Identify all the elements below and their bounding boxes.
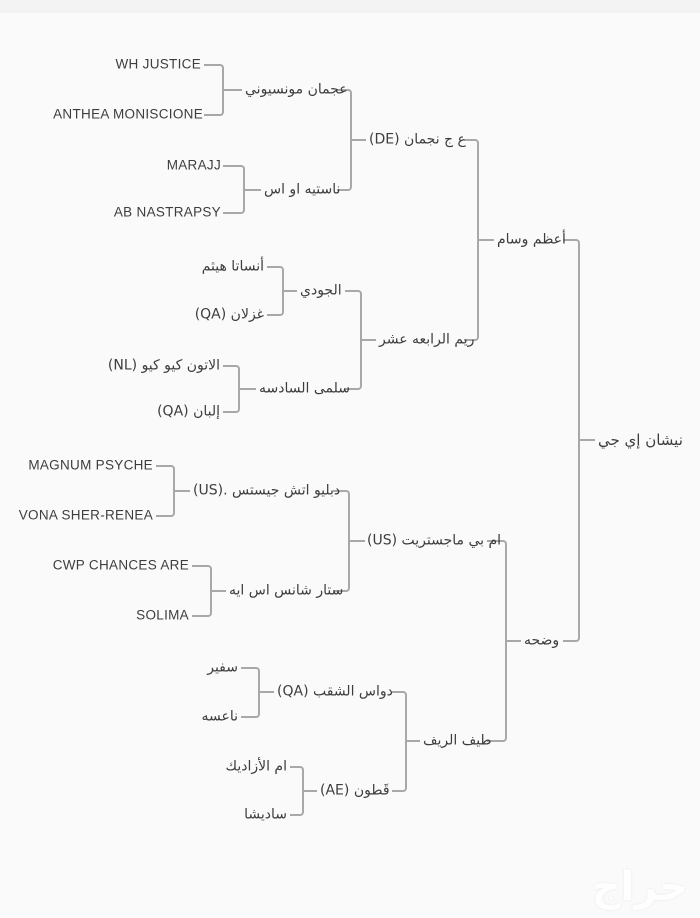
node-ddd: قَطون (AE) [320,782,390,799]
node-sds: الجودي [300,282,342,299]
node-dds: دواس الشقب (QA) [277,683,393,700]
node-sss: عجمان مونسيوني [245,81,348,98]
node-dsdd: SOLIMA [136,607,189,623]
connector-stub [360,339,376,341]
connector-stub [348,540,365,542]
node-ddsd: ناعسه [201,708,238,725]
top-band [0,0,700,13]
node-ddds: ام الأزاديك [225,758,287,775]
node-sdds: الاتون كيو كيو (NL) [107,357,220,374]
node-ssss: WH JUSTICE [115,56,201,72]
node-sire: أعظم وسام [497,231,566,248]
node-dsss: MAGNUM PSYCHE [28,457,153,473]
connector-stub [302,790,317,792]
connector-stub [578,439,595,441]
node-dddd: ساديشا [244,806,287,823]
connector-stub [173,490,190,492]
node-ssds: MARAJJ [166,157,221,173]
connector-bracket [487,540,507,742]
connector-bracket [223,165,245,214]
connector-stub [258,691,274,693]
connector-stub [222,89,242,91]
node-ss: ع ج نجمان (DE) [369,131,466,148]
connector-stub [282,290,297,292]
node-dsd: ستار شانس اس ايه [229,582,344,599]
connector-stub [477,239,494,241]
node-dss: دبليو اتش جيستس .(US) [193,482,341,499]
connector-stub [238,388,256,390]
connector-stub [405,740,420,742]
node-dsds: CWP CHANCES ARE [52,557,189,573]
node-root: نيشان إي جي [598,430,683,449]
connector-stub [243,189,261,191]
node-ddss: سفير [207,659,238,676]
connector-bracket [204,64,224,116]
node-sdd: سلمى السادسه [259,380,350,397]
connector-stub [210,590,226,592]
node-sdsd: غزلان (QA) [194,306,264,323]
node-sd: ريم الرابعه عشر [379,331,475,348]
node-dssd: VONA SHER-RENEA [18,507,153,523]
node-ssd: ناستيه او اس [264,181,341,198]
node-ds: ام بي ماجستريت (US) [367,532,502,549]
connector-stub [505,640,521,642]
node-dam: وضحه [524,632,560,649]
node-sssd: ANTHEA MONISCIONE [53,106,203,122]
connector-bracket [192,565,212,617]
haraj-watermark: حراج [591,864,688,910]
node-sddd: إلبان (QA) [157,403,220,420]
node-ssdd: AB NASTRAPSY [113,204,221,220]
node-sdss: أنساتا هيثم [201,258,264,275]
connector-stub [350,139,366,141]
node-dd: طيف الريف [423,732,492,749]
